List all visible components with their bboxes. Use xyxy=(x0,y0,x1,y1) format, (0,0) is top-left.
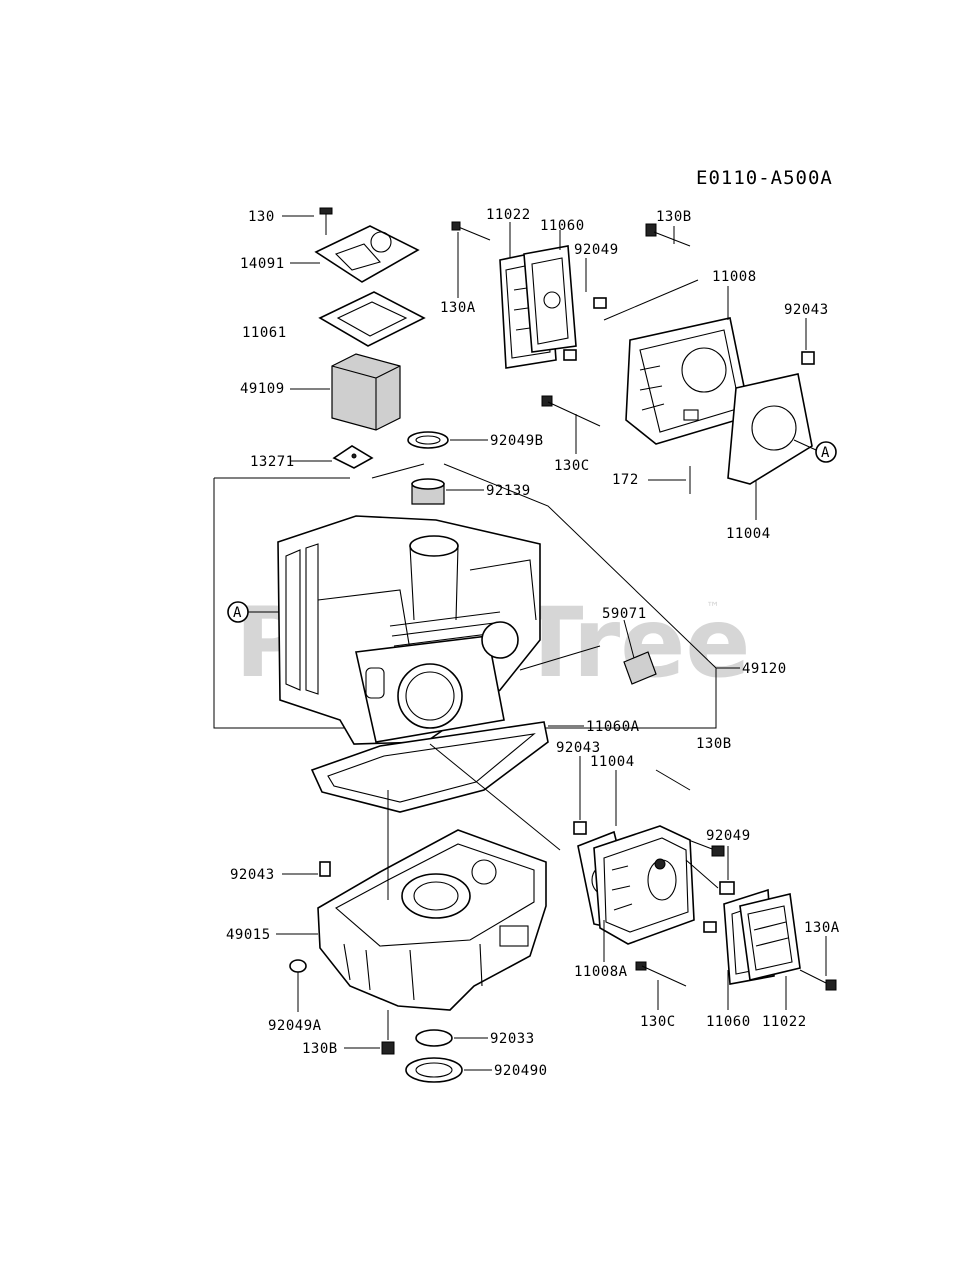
callout-A-right-letter: A xyxy=(821,445,830,461)
label-130C-top: 130C xyxy=(554,458,590,474)
label-92049-mid: 92049 xyxy=(706,828,751,844)
filter-element-49109[interactable] xyxy=(331,353,401,431)
diagram-code: E0110-A500A xyxy=(696,167,833,189)
label-11004-mid: 11004 xyxy=(590,754,635,770)
crankcase-cover-49015[interactable] xyxy=(317,829,547,1011)
label-92043-left: 92043 xyxy=(230,867,275,883)
label-92049B: 92049B xyxy=(490,433,544,449)
crankcase-49120[interactable] xyxy=(277,515,541,745)
label-130B-top: 130B xyxy=(656,209,692,225)
label-11060-top: 11060 xyxy=(540,218,585,234)
bolt-130B-top[interactable] xyxy=(645,223,691,247)
oil-seal-920490[interactable] xyxy=(405,1057,463,1083)
label-49015: 49015 xyxy=(226,927,271,943)
bolt-130A-bot[interactable] xyxy=(799,969,837,991)
oil-seal-92049A[interactable] xyxy=(289,959,307,973)
callout-A-left-letter: A xyxy=(233,605,242,621)
label-11008: 11008 xyxy=(712,269,757,285)
cylinder-head-11008A[interactable] xyxy=(593,825,695,945)
bolt-130[interactable] xyxy=(319,207,333,235)
gasket-11061[interactable] xyxy=(318,291,426,347)
o-ring-92033[interactable] xyxy=(415,1029,453,1047)
label-11060-bot: 11060 xyxy=(706,1014,751,1030)
label-130C-bot: 130C xyxy=(640,1014,676,1030)
label-92033: 92033 xyxy=(490,1031,535,1047)
head-cover-11022-bot[interactable] xyxy=(739,893,801,981)
label-49109: 49109 xyxy=(240,381,285,397)
label-920490: 920490 xyxy=(494,1063,548,1079)
oil-seal-92049B[interactable] xyxy=(407,431,449,449)
label-11008A: 11008A xyxy=(574,964,628,980)
plate-13271[interactable] xyxy=(332,445,374,469)
callout-A-right xyxy=(815,441,837,463)
bushing-92139[interactable] xyxy=(411,478,445,505)
label-92049-top: 92049 xyxy=(574,242,619,258)
label-92043-mid: 92043 xyxy=(556,740,601,756)
bolt-130C-bot[interactable] xyxy=(635,961,687,987)
label-11022-top: 11022 xyxy=(486,207,531,223)
dowel-92043-top[interactable] xyxy=(801,351,815,365)
dowel-92043-mid[interactable] xyxy=(573,821,587,835)
cylinder-head-11008[interactable] xyxy=(625,317,751,445)
label-11022-bot: 11022 xyxy=(762,1014,807,1030)
head-gasket-11004-top[interactable] xyxy=(727,373,813,485)
label-11004-top: 11004 xyxy=(726,526,771,542)
nut-top-a[interactable] xyxy=(593,297,607,309)
label-130A-top: 130A xyxy=(440,300,476,316)
label-130A-bot: 130A xyxy=(804,920,840,936)
bolt-130A-top[interactable] xyxy=(451,221,491,241)
gasket-11060-top[interactable] xyxy=(523,245,577,353)
label-13271: 13271 xyxy=(250,454,295,470)
nut-top-b[interactable] xyxy=(563,349,577,361)
label-172: 172 xyxy=(612,472,639,488)
bolt-130C-top[interactable] xyxy=(541,395,601,427)
label-130B-mid: 130B xyxy=(696,736,732,752)
label-130B-bot: 130B xyxy=(302,1041,338,1057)
label-92043-top: 92043 xyxy=(784,302,829,318)
label-92049A: 92049A xyxy=(268,1018,322,1034)
label-11060A: 11060A xyxy=(586,719,640,735)
label-14091: 14091 xyxy=(240,256,285,272)
dowel-92043-left[interactable] xyxy=(319,861,331,877)
label-130: 130 xyxy=(248,209,275,225)
label-11061: 11061 xyxy=(242,325,287,341)
breather-59071[interactable] xyxy=(623,651,657,685)
label-59071: 59071 xyxy=(602,606,647,622)
bolt-130B-bot[interactable] xyxy=(381,1010,395,1055)
nut-92049-mid[interactable] xyxy=(703,881,735,933)
cover-plate-14091[interactable] xyxy=(314,225,420,283)
watermark-trademark: ™ xyxy=(706,600,720,616)
label-92139: 92139 xyxy=(486,483,531,499)
label-49120: 49120 xyxy=(742,661,787,677)
